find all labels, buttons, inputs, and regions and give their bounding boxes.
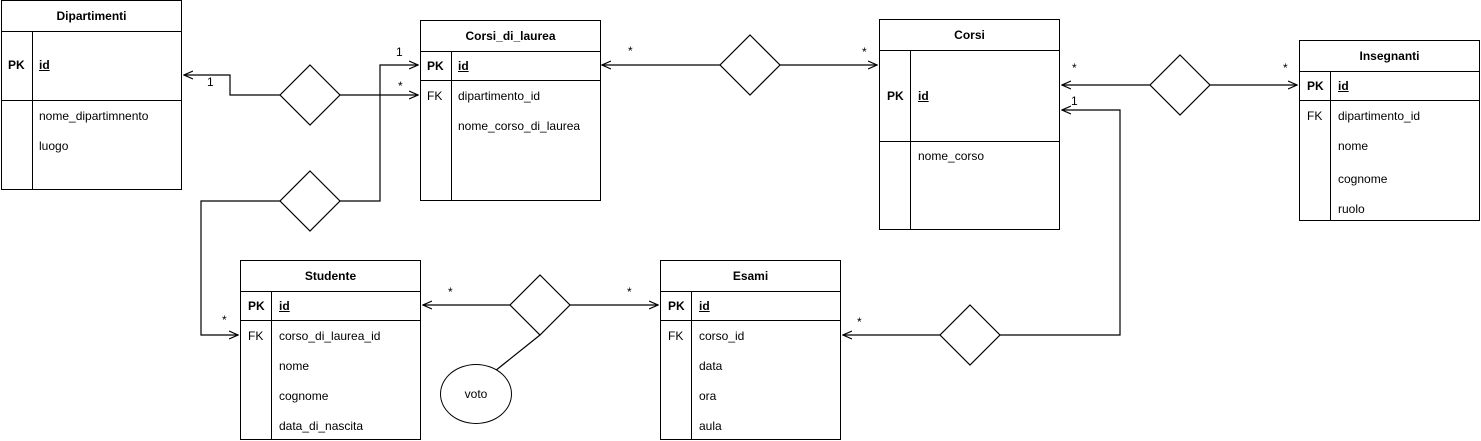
pk-field: id bbox=[1338, 79, 1349, 93]
entity-esami[interactable]: Esami PK id FK corso_id data ora aula bbox=[660, 260, 841, 440]
pk-label: PK bbox=[1307, 79, 1324, 93]
field: ruolo bbox=[1338, 202, 1365, 216]
cardinality-label: * bbox=[1072, 61, 1077, 75]
cardinality-label: * bbox=[627, 285, 632, 299]
field: data_di_nascita bbox=[279, 419, 364, 433]
relationship-diamond-cdl-corsi bbox=[719, 34, 781, 96]
cardinality-label: * bbox=[448, 285, 453, 299]
rel-line-stud-cdl-bottom bbox=[200, 200, 280, 335]
cardinality-label: * bbox=[628, 44, 633, 58]
relationship-diamond-stud-esami bbox=[509, 274, 571, 336]
entity-corsi[interactable]: Corsi PK id nome_corso bbox=[879, 19, 1060, 230]
rel-line-esami-corsi bbox=[1000, 110, 1121, 336]
entity-dipartimenti[interactable]: Dipartimenti PK id nome_dipartimnento lu… bbox=[1, 0, 182, 190]
fk-field: dipartimento_id bbox=[458, 89, 541, 103]
entity-title: Corsi bbox=[880, 20, 1059, 51]
field: nome_dipartimnento bbox=[39, 109, 149, 123]
relationship-diamond-corsi-ins bbox=[1149, 54, 1211, 116]
relationship-diamond-dip-cdl bbox=[279, 64, 341, 126]
fk-label: FK bbox=[1307, 109, 1323, 123]
field: nome_corso_di_laurea bbox=[458, 119, 581, 133]
field: nome_corso bbox=[918, 149, 985, 163]
fk-label: FK bbox=[248, 329, 264, 343]
pk-field: id bbox=[39, 58, 50, 72]
relationship-diamond-corsi-esami bbox=[939, 304, 1001, 366]
cardinality-label: 1 bbox=[207, 75, 214, 89]
entity-insegnanti[interactable]: Insegnanti PK id FK dipartimento_id nome… bbox=[1299, 40, 1480, 221]
cardinality-label: * bbox=[1283, 61, 1288, 75]
pk-label: PK bbox=[8, 58, 25, 72]
cardinality-label: * bbox=[857, 315, 862, 329]
pk-label: PK bbox=[427, 59, 444, 73]
pk-field: id bbox=[279, 299, 290, 313]
entity-title: Corsi_di_laurea bbox=[421, 21, 600, 52]
entity-title: Studente bbox=[241, 261, 420, 292]
field: luogo bbox=[39, 139, 69, 153]
cardinality-label: * bbox=[398, 79, 403, 93]
fk-field: dipartimento_id bbox=[1338, 109, 1421, 123]
field: data bbox=[699, 359, 723, 373]
fk-label: FK bbox=[668, 329, 684, 343]
pk-field: id bbox=[458, 59, 469, 73]
pk-label: PK bbox=[668, 299, 685, 313]
fk-field: corso_di_laurea_id bbox=[279, 329, 381, 343]
cardinality-label: * bbox=[862, 45, 867, 59]
cardinality-label: 1 bbox=[396, 45, 403, 59]
pk-label: PK bbox=[248, 299, 265, 313]
field: aula bbox=[699, 419, 722, 433]
cardinality-label: 1 bbox=[1071, 94, 1078, 108]
entity-title: Dipartimenti bbox=[2, 1, 181, 32]
fk-label: FK bbox=[427, 89, 443, 103]
fk-field: corso_id bbox=[699, 329, 745, 343]
field: cognome bbox=[279, 389, 329, 403]
field: cognome bbox=[1338, 172, 1388, 186]
entity-title: Insegnanti bbox=[1300, 41, 1479, 72]
field: nome bbox=[1338, 139, 1369, 153]
rel-line-stud-cdl-top bbox=[340, 65, 418, 202]
entity-title: Esami bbox=[661, 261, 840, 292]
pk-label: PK bbox=[887, 89, 904, 103]
relationship-diamond-cdl-stud bbox=[279, 170, 341, 232]
field: ora bbox=[699, 389, 717, 403]
entity-studente[interactable]: Studente PK id FK corso_di_laurea_id nom… bbox=[240, 260, 421, 440]
pk-field: id bbox=[699, 299, 710, 313]
attribute-voto[interactable]: voto bbox=[440, 364, 512, 424]
rel-line-dip-diamond bbox=[184, 75, 280, 96]
cardinality-label: * bbox=[222, 313, 227, 327]
pk-field: id bbox=[918, 89, 929, 103]
voto-link-line bbox=[489, 334, 541, 376]
field: nome bbox=[279, 359, 310, 373]
entity-corsi-di-laurea[interactable]: Corsi_di_laurea PK id FK dipartimento_id… bbox=[420, 20, 601, 201]
